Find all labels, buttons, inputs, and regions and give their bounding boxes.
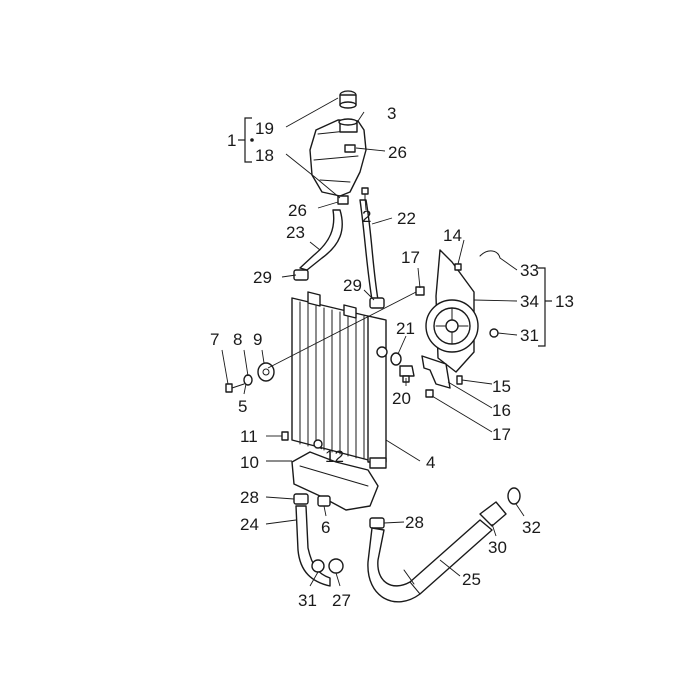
clip-32 <box>507 487 521 505</box>
callout-22: 22 <box>397 209 416 228</box>
callout-28-right: 28 <box>405 513 424 532</box>
callout-25: 25 <box>462 570 481 589</box>
callout-7: 7 <box>210 330 219 349</box>
callout-26-upper: 26 <box>388 143 407 162</box>
callout-13: 13 <box>555 292 574 311</box>
callout-17-upper: 17 <box>401 248 420 267</box>
sensor-20 <box>399 365 415 383</box>
callout-6: 6 <box>321 518 330 537</box>
callout-10: 10 <box>240 453 259 472</box>
plug-6 <box>317 495 331 507</box>
callout-4: 4 <box>426 453 435 472</box>
callout-17-lower: 17 <box>492 425 511 444</box>
callout-14: 14 <box>443 226 462 245</box>
callout-8: 8 <box>233 330 242 349</box>
callout-28-left: 28 <box>240 488 259 507</box>
callout-5: 5 <box>238 397 247 416</box>
bolt-11 <box>281 431 289 441</box>
clamp-27 <box>328 558 344 574</box>
callout-24: 24 <box>240 515 259 534</box>
clip-17-upper <box>415 286 425 296</box>
callout-30: 30 <box>488 538 507 557</box>
callout-1: 1 <box>227 131 236 150</box>
callout-21: 21 <box>396 319 415 338</box>
callout-20: 20 <box>392 389 411 408</box>
clamp-29-left <box>293 269 309 281</box>
clamp-28-left <box>293 493 309 505</box>
hose-23 <box>299 209 343 271</box>
radiator <box>291 291 388 469</box>
callout-12: 12 <box>325 447 344 466</box>
callout-16: 16 <box>492 401 511 420</box>
washer-21 <box>390 352 402 366</box>
leader-lines <box>221 97 525 587</box>
callout-27: 27 <box>332 591 351 610</box>
callout-31-lower: 31 <box>298 591 317 610</box>
callout-9: 9 <box>253 330 262 349</box>
mounting-hardware-left <box>225 362 275 393</box>
fan-assembly <box>421 249 501 389</box>
callout-18: 18 <box>255 146 274 165</box>
clip-17-lower <box>425 389 434 398</box>
callout-32: 32 <box>522 518 541 537</box>
connector-30 <box>479 501 507 527</box>
callout-23: 23 <box>286 223 305 242</box>
callout-29-left: 29 <box>253 268 272 287</box>
hose-24 <box>295 505 331 587</box>
clamp-29-right <box>369 297 385 309</box>
callout-33: 33 <box>520 261 539 280</box>
callout-19: 19 <box>255 119 274 138</box>
callout-34: 34 <box>520 292 539 311</box>
callout-29-right: 29 <box>343 276 362 295</box>
callout-15: 15 <box>492 377 511 396</box>
callout-11: 11 <box>240 427 258 446</box>
group-brackets <box>238 117 552 347</box>
lower-duct-10 <box>291 451 379 511</box>
hose-25 <box>367 519 493 603</box>
expansion-tank-assembly <box>309 90 369 206</box>
callout-3: 3 <box>387 104 396 123</box>
callout-labels: 1 19 18 3 26 26 2 22 23 29 29 17 14 33 3… <box>210 104 574 610</box>
callout-26-lower: 26 <box>288 201 307 220</box>
tank-cap <box>339 90 357 109</box>
plug-12 <box>313 439 323 449</box>
clamp-28-right <box>369 517 385 529</box>
callout-2: 2 <box>362 207 371 226</box>
clamp-31-lower <box>311 559 325 573</box>
callout-31-upper: 31 <box>520 326 539 345</box>
